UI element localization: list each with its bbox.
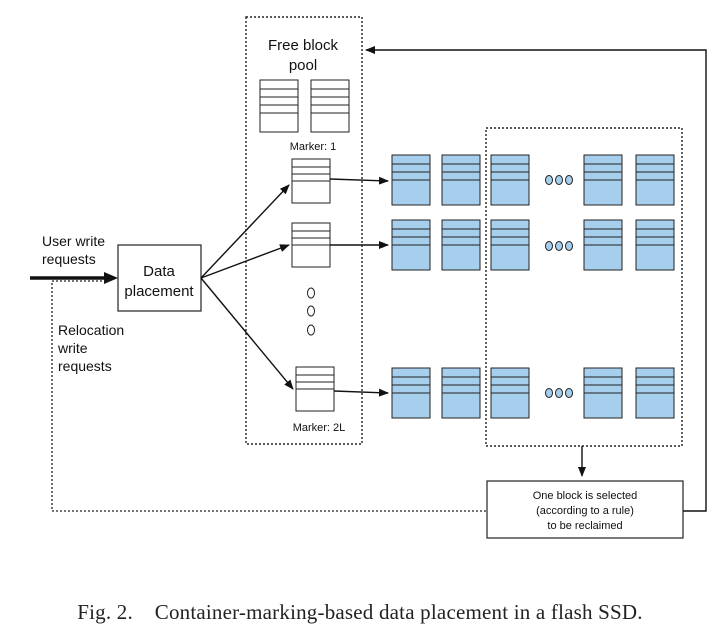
data-placement-line2: placement (124, 283, 194, 300)
data-block (490, 367, 530, 419)
data-block (583, 154, 623, 206)
free-block-2 (310, 79, 350, 133)
horizontal-ellipsis (545, 175, 573, 185)
user-write-label-line2: requests (42, 251, 96, 267)
reclaim-candidate-region (485, 127, 683, 447)
relocation-label-line3: requests (58, 358, 112, 374)
block-row-2 (391, 219, 675, 271)
vertical-ellipsis (307, 287, 315, 336)
data-block (490, 154, 530, 206)
caption-spacer (133, 600, 155, 624)
marker-block-1 (291, 158, 331, 204)
data-block (391, 154, 431, 206)
selection-line2: (according to a rule) (536, 505, 634, 517)
data-block (391, 219, 431, 271)
placement-to-marker-1-arrow (200, 184, 290, 279)
data-placement-line1: Data (143, 263, 175, 280)
reclaim-return-path (365, 46, 707, 512)
data-block (635, 367, 675, 419)
data-block (441, 219, 481, 271)
relocation-feedback-path (51, 280, 486, 512)
block-row-last (391, 367, 675, 419)
reclaim-selection-box (486, 480, 684, 539)
marker-block-last (295, 366, 335, 412)
marker-last-label: Marker: 2L (293, 422, 346, 434)
free-block-1 (259, 79, 299, 133)
marker-block-2 (291, 222, 331, 268)
marker-last-to-row-arrow (333, 388, 389, 397)
horizontal-ellipsis (545, 241, 573, 251)
figure-caption: Fig. 2. Container-marking-based data pla… (0, 600, 720, 625)
data-block (635, 154, 675, 206)
data-block (583, 367, 623, 419)
pool-title-line1: Free block (268, 37, 339, 54)
block-row-1 (391, 154, 675, 206)
data-block (583, 219, 623, 271)
placement-to-marker-last-arrow (200, 277, 294, 390)
selection-line1: One block is selected (533, 490, 638, 502)
relocation-label-line1: Relocation (58, 322, 124, 338)
data-block (635, 219, 675, 271)
pool-title-line2: pool (289, 57, 317, 74)
placement-to-marker-2-arrow (200, 244, 290, 279)
marker-first-label: Marker: 1 (290, 141, 336, 153)
user-write-label-line1: User write (42, 233, 105, 249)
relocation-label-line2: write (57, 340, 88, 356)
data-block (441, 154, 481, 206)
caption-text: Container-marking-based data placement i… (154, 600, 643, 624)
data-block (441, 367, 481, 419)
horizontal-ellipsis (545, 388, 573, 398)
marker-1-to-row-arrow (329, 176, 389, 185)
data-block (391, 367, 431, 419)
selection-line3: to be reclaimed (547, 520, 622, 532)
user-write-arrowhead (104, 272, 118, 284)
caption-label: Fig. 2. (77, 600, 133, 624)
data-block (490, 219, 530, 271)
data-placement-box (117, 244, 202, 312)
